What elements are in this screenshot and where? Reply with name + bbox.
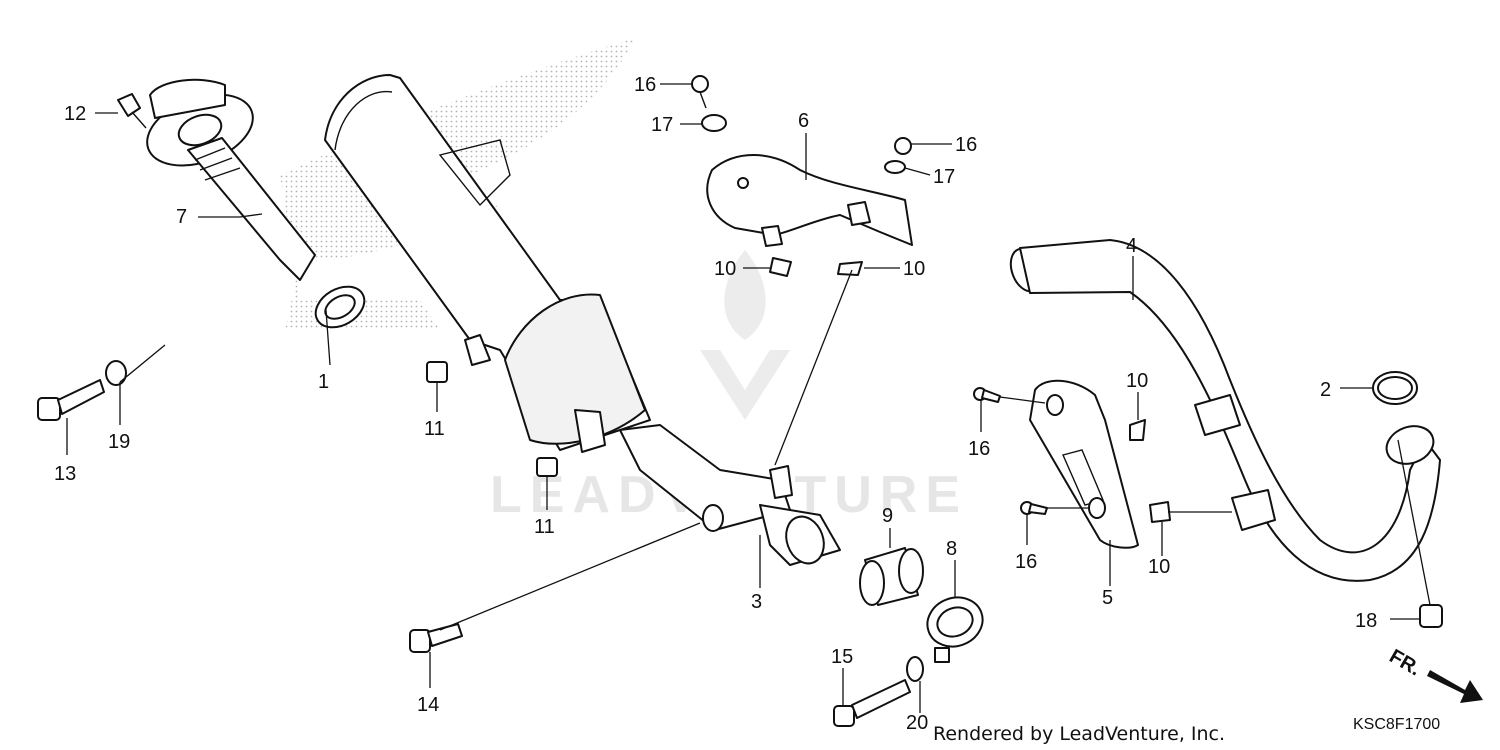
part-6-heat-protector-upper: [706, 154, 913, 247]
credit-text: Rendered by LeadVenture, Inc.: [933, 723, 1225, 745]
callout-14: 14: [417, 694, 439, 716]
direction-label: FR.: [1386, 645, 1425, 680]
callout-8: 8: [946, 538, 957, 560]
callout-17a: 17: [651, 114, 673, 136]
callout-19: 19: [108, 431, 130, 453]
callout-16d: 16: [1015, 551, 1037, 573]
callout-18: 18: [1355, 610, 1377, 632]
callout-16a: 16: [634, 74, 656, 96]
callout-12: 12: [64, 103, 86, 125]
callout-16b: 16: [955, 134, 977, 156]
callout-17b: 17: [933, 166, 955, 188]
fasteners: [37, 75, 1443, 727]
part-3-joint-pipe: [619, 424, 841, 566]
callout-6: 6: [798, 110, 809, 132]
callout-10d: 10: [1148, 556, 1170, 578]
part-10-clips: [769, 257, 1171, 523]
callout-10b: 10: [903, 258, 925, 280]
callout-4: 4: [1126, 235, 1137, 257]
diagram-code: KSC8F1700: [1353, 716, 1440, 733]
background-wing-logo: [280, 38, 635, 330]
callout-7: 7: [176, 206, 187, 228]
muffler-body: [324, 74, 651, 453]
callout-16c: 16: [968, 438, 990, 460]
callout-5: 5: [1102, 587, 1113, 609]
callout-11b: 11: [534, 516, 555, 538]
callout-10c: 10: [1126, 370, 1148, 392]
callout-20: 20: [906, 712, 928, 734]
callout-numbers: 1 2 3 4 5 6 7 8 9 10 10 10 10 11 11 12 1…: [54, 74, 1377, 734]
part-1-gasket: [314, 285, 366, 329]
callout-15: 15: [831, 646, 853, 668]
leader-lines: [66, 83, 1431, 713]
callout-10a: 10: [714, 258, 736, 280]
callout-2: 2: [1320, 379, 1331, 401]
callout-11a: 11: [424, 418, 445, 440]
part-4-exhaust-pipe: [1009, 239, 1441, 582]
callout-1: 1: [318, 371, 329, 393]
callout-9: 9: [882, 505, 893, 527]
part-9-sleeve: [859, 547, 924, 606]
part-5-heat-protector-lower: [1029, 379, 1139, 549]
part-7-tailpipe: [146, 78, 316, 281]
part-8-band-clamp: [926, 596, 984, 663]
callout-13: 13: [54, 463, 76, 485]
callout-3: 3: [751, 591, 762, 613]
part-2-gasket: [1372, 371, 1418, 405]
front-direction-arrow: FR.: [1386, 645, 1483, 703]
